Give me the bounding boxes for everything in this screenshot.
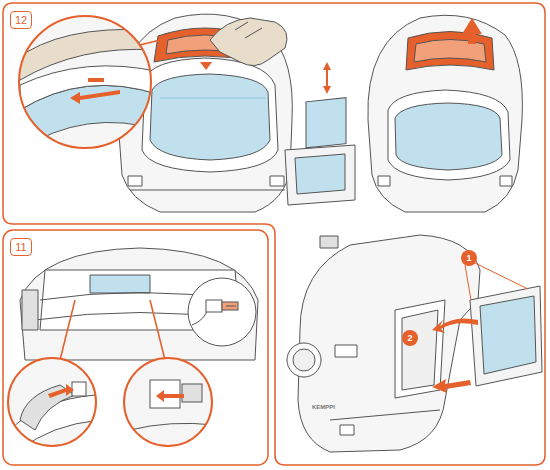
zoom-detail: [0, 350, 110, 460]
hand: [235, 22, 262, 38]
brand-logo: KEMPPI: [312, 404, 335, 410]
arrow: [432, 318, 478, 333]
usb-detail: [188, 278, 256, 346]
panel-outline: [3, 3, 545, 465]
callout-number: 1: [461, 250, 477, 266]
callout-number: 1: [466, 254, 471, 263]
arrow: [432, 379, 471, 393]
step-number: 11: [15, 242, 26, 253]
callout-number: 2: [402, 330, 418, 346]
leader-line: [475, 263, 528, 289]
helmet-interior: [20, 248, 258, 360]
arrow: [200, 62, 212, 70]
lens-cartridge: [285, 62, 355, 205]
arrow: [462, 18, 482, 44]
step-number: 12: [10, 11, 32, 29]
callout-number: 2: [407, 334, 412, 343]
panel-outline: [3, 230, 268, 465]
helmet-side: [287, 235, 480, 452]
step-number: 11: [10, 238, 32, 256]
leader-line: [465, 265, 471, 300]
zoom-detail: [0, 0, 170, 160]
hand: [210, 18, 287, 66]
helmet: [368, 15, 523, 212]
zoom-detail: [120, 350, 220, 460]
step-number: 12: [15, 15, 27, 26]
lens-cartridge: [470, 286, 542, 386]
